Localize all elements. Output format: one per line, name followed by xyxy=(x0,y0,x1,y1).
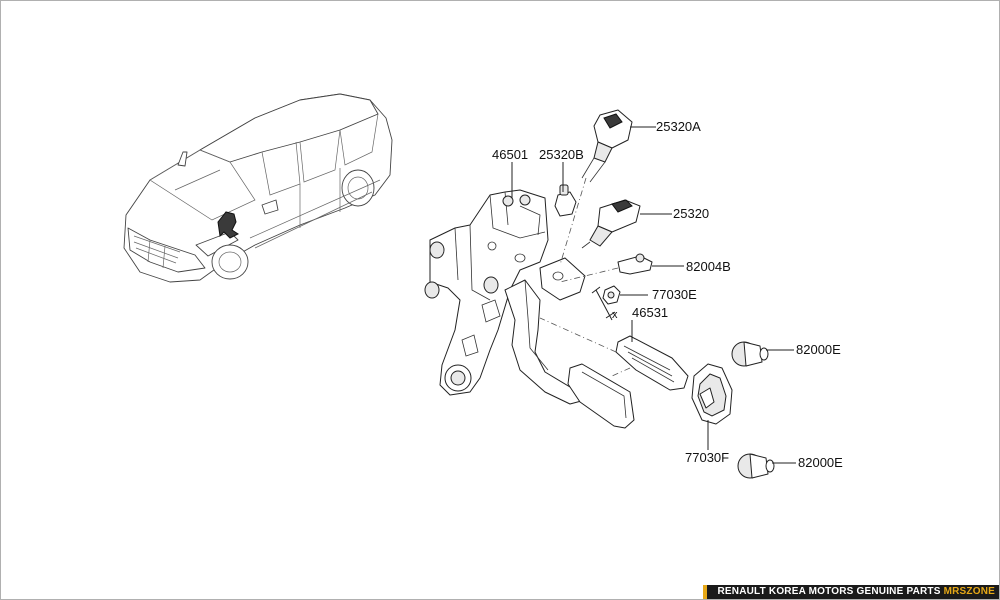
callout-82000E-bottom: 82000E xyxy=(798,455,843,470)
callout-leaders xyxy=(511,126,796,464)
callout-25320: 25320 xyxy=(673,206,709,221)
clip-25320B xyxy=(554,184,577,217)
stop-lamp-switch-25320A xyxy=(559,109,633,266)
watermark-text: RENAULT KOREA MOTORS GENUINE PARTS xyxy=(717,586,941,597)
grommet-82000E-top xyxy=(731,341,769,367)
brake-pedal-arm xyxy=(504,279,635,429)
switch-mounting-plate xyxy=(539,257,586,301)
callout-77030E: 77030E xyxy=(652,287,697,302)
callout-46531: 46531 xyxy=(632,305,668,320)
nut-77030E xyxy=(591,285,621,321)
grommet-82000E-bottom xyxy=(737,453,775,479)
callout-25320A: 25320A xyxy=(656,119,701,134)
watermark-brand: MRSZONE xyxy=(943,586,995,597)
callout-46501: 46501 xyxy=(492,147,528,162)
callout-82004B: 82004B xyxy=(686,259,731,274)
link-82004B xyxy=(559,253,653,283)
vehicle-locator-illustration xyxy=(123,93,393,283)
callout-77030F: 77030F xyxy=(685,450,729,465)
callout-82000E-top: 82000E xyxy=(796,342,841,357)
pedal-pad-46531 xyxy=(539,317,689,391)
switch-25320 xyxy=(581,199,641,249)
callout-25320B: 25320B xyxy=(539,147,584,162)
dimension-x-label: x xyxy=(612,309,618,321)
pedal-bracket-46501 xyxy=(424,189,549,396)
pad-77030F xyxy=(691,363,733,425)
